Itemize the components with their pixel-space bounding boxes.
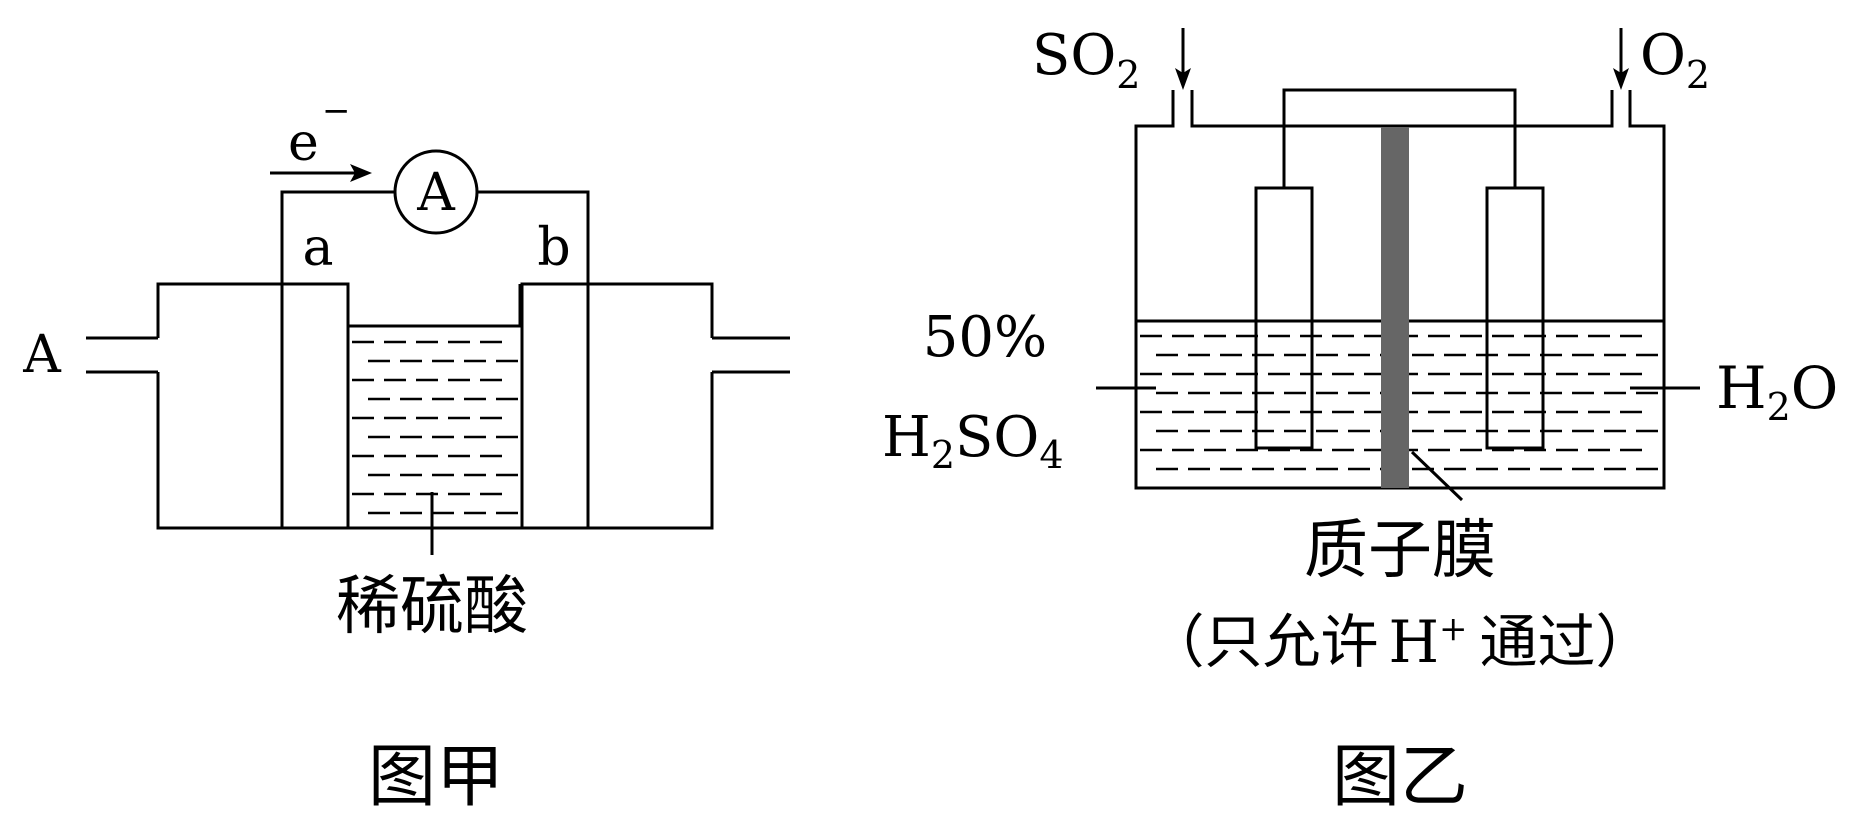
connecting-wire	[1282, 88, 1517, 188]
electrode-b	[520, 282, 590, 530]
h2o-o: O	[1791, 354, 1839, 422]
electrode-a	[280, 282, 350, 530]
inlet-label: A	[22, 325, 62, 385]
h2so4-so: SO	[955, 405, 1039, 470]
right-solution-formula: H2O	[1716, 354, 1838, 429]
figure-a: A e − a b A 稀硫酸 图甲	[22, 91, 790, 817]
ammeter-label: A	[416, 163, 456, 223]
electrolyte-label: 稀硫酸	[336, 570, 528, 644]
left-solution-percent: 50%	[923, 305, 1047, 370]
electron-charge: −	[322, 91, 351, 131]
membrane-pointer	[1410, 450, 1464, 502]
h2so4-h: H	[882, 405, 931, 470]
membrane-note-ion: H	[1388, 608, 1439, 676]
figure-a-caption: 图甲	[368, 738, 504, 817]
figure-b-caption: 图乙	[1332, 738, 1468, 817]
proton-membrane	[1381, 127, 1409, 488]
inlet-pipe-left	[86, 336, 158, 374]
electrode-right	[1485, 186, 1545, 450]
electron-symbol: e	[288, 113, 319, 173]
o2-arrow-head	[1613, 68, 1629, 90]
o2-label: O2	[1640, 23, 1710, 97]
o2-base: O	[1640, 23, 1686, 88]
so2-arrow-head	[1175, 68, 1191, 90]
h2so4-h-sub: 2	[931, 433, 955, 477]
electrode-a-label: a	[302, 218, 333, 278]
h2so4-so-sub: 4	[1039, 433, 1063, 477]
so2-sub: 2	[1116, 53, 1140, 97]
membrane-label: 质子膜	[1304, 514, 1496, 588]
electrode-b-label: b	[537, 218, 570, 278]
outlet-pipe-right	[712, 336, 790, 374]
membrane-note-prefix: （只允许	[1146, 608, 1378, 676]
ammeter	[393, 149, 479, 235]
electron-label: e	[288, 113, 319, 173]
dilute-sulfuric-acid-fill	[352, 340, 518, 515]
so2-base: SO	[1032, 23, 1116, 88]
h2o-h-sub: 2	[1767, 385, 1791, 429]
external-wire	[280, 190, 590, 284]
membrane-note-charge: +	[1439, 609, 1468, 649]
so2-label: SO2	[1032, 23, 1140, 97]
electron-arrow-head	[350, 164, 372, 182]
electrode-left	[1254, 186, 1314, 450]
left-solution-formula: H2SO4	[882, 405, 1064, 477]
membrane-note-suffix: 通过）	[1480, 608, 1654, 676]
o2-sub: 2	[1686, 53, 1710, 97]
h2o-h: H	[1716, 354, 1767, 422]
tank-a-outline	[156, 282, 714, 530]
